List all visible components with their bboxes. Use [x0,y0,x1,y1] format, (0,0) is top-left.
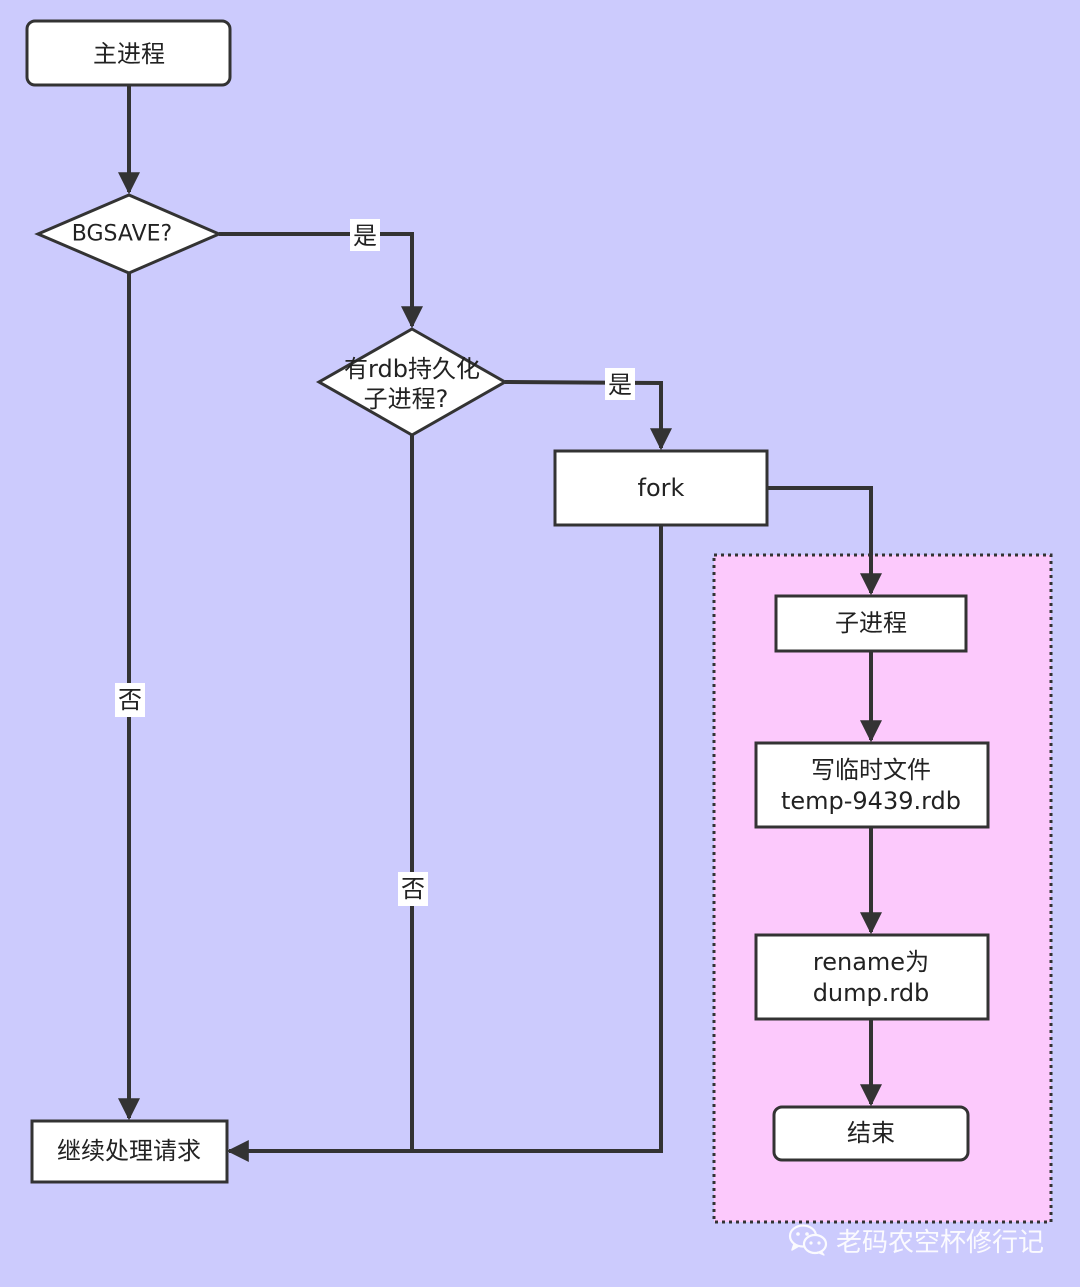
edge-bgsave-yes [219,232,423,329]
watermark: 老码农空杯修行记 [788,1220,1044,1260]
fork-label: fork [638,474,685,502]
rdb-child-label-line2: 子进程? [364,385,449,413]
watermark-text: 老码农空杯修行记 [836,1227,1045,1258]
main-process-label: 主进程 [93,40,165,68]
edge-fork-to-continue [226,525,663,1162]
edge-rdb-yes [504,380,672,451]
end-label: 结束 [847,1119,895,1147]
rdb-child-label-line1: 有rdb持久化 [344,355,480,383]
edge-fork-to-child [767,486,882,596]
edge-label-rdb-no: 否 [401,875,425,903]
bgsave-label: BGSAVE? [72,222,172,247]
continue-label: 继续处理请求 [57,1137,201,1165]
node-child-process [774,594,968,653]
node-write-temp [754,741,990,829]
child-process-label: 子进程 [835,609,907,637]
node-end [772,1105,970,1162]
rename-label-line1: rename为 [813,948,929,976]
edge-label-bgsave-no: 否 [118,686,142,714]
edge-label-bgsave-yes: 是 [353,222,377,250]
node-bgsave-decision [34,193,223,275]
rename-label-line2: dump.rdb [813,979,930,1007]
write-temp-label-line2: temp-9439.rdb [781,787,961,815]
wechat-icon [788,1224,828,1256]
node-main-process [25,19,232,87]
node-rename [754,933,990,1021]
node-rdb-child-decision [315,327,509,437]
edge-label-rdb-yes: 是 [608,371,632,399]
node-continue [30,1119,229,1184]
write-temp-label-line1: 写临时文件 [811,756,931,784]
node-fork [553,449,769,527]
